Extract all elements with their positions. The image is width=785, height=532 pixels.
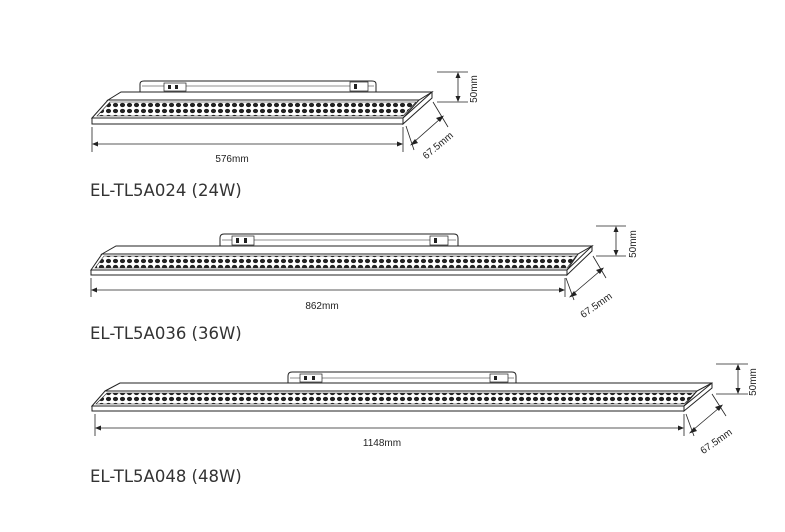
fixture-24w: 576mm 50mm 67.5mm EL-TL5A024 (24W) <box>90 71 480 200</box>
fixture-36w-height-dimension: 50mm <box>596 225 639 258</box>
fixture-36w-lamp-body <box>90 233 594 277</box>
fixture-36w-length-dimension: 862mm <box>90 278 566 312</box>
fixture-24w-height-dimension: 50mm <box>437 71 480 103</box>
fixture-36w-length-label: 862mm <box>305 301 338 312</box>
fixture-48w-height-dimension: 50mm <box>716 363 759 396</box>
fixture-48w: 1148mm 50mm 67.5mm EL-TL5A048 (48W) <box>90 363 759 486</box>
fixture-24w-length-dimension: 576mm <box>91 127 404 165</box>
fixture-48w-lamp-body <box>90 371 713 413</box>
fixture-24w-model-label: EL-TL5A024 (24W) <box>90 181 242 200</box>
fixture-48w-length-label: 1148mm <box>363 438 401 449</box>
fixture-24w-lamp-body <box>90 80 434 126</box>
fixture-36w: 862mm 50mm 67.5mm EL-TL5A036 (36W) <box>90 225 639 343</box>
fixture-48w-model-label: EL-TL5A048 (48W) <box>90 467 242 486</box>
fixture-48w-length-dimension: 1148mm <box>94 414 685 449</box>
fixture-24w-width-label: 67.5mm <box>421 130 456 162</box>
fixture-48w-height-label: 50mm <box>748 368 759 396</box>
fixture-36w-width-label: 67.5mm <box>579 291 615 321</box>
fixture-24w-length-label: 576mm <box>215 154 248 165</box>
fixture-36w-height-label: 50mm <box>628 230 639 258</box>
fixture-24w-height-label: 50mm <box>469 75 480 103</box>
fixture-48w-width-label: 67.5mm <box>699 427 735 457</box>
fixture-36w-model-label: EL-TL5A036 (36W) <box>90 324 242 343</box>
